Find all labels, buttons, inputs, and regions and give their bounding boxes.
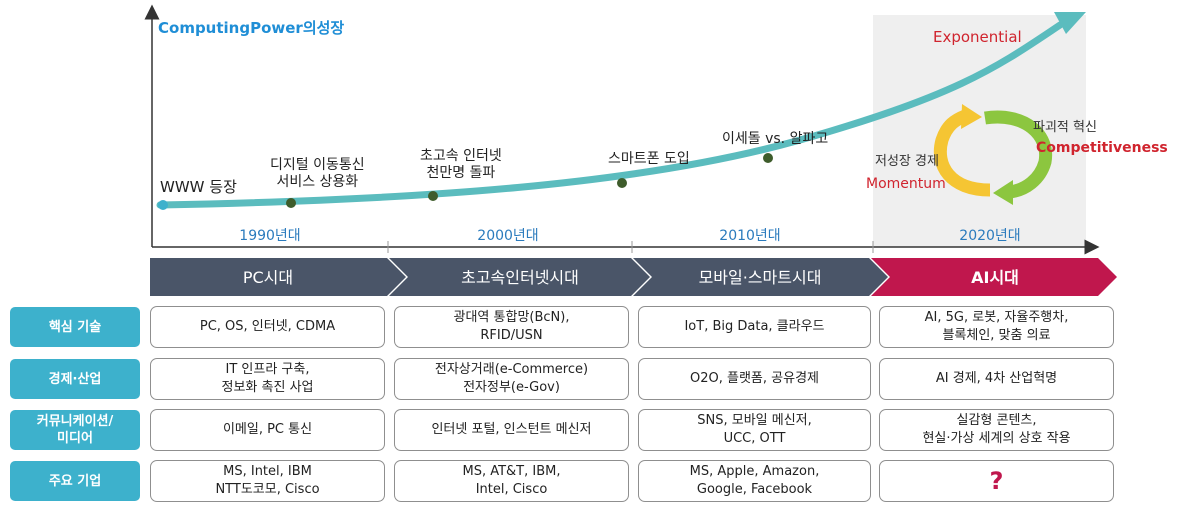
table-cell: 광대역 통합망(BcN),RFID/USN: [394, 306, 629, 348]
row-label-economy: 경제·산업: [10, 359, 140, 399]
table-cell: AI 경제, 4차 산업혁명: [879, 358, 1114, 400]
milestone-dot: [617, 178, 627, 188]
table-cell: O2O, 플랫폼, 공유경제: [638, 358, 871, 400]
milestone-dot: [428, 191, 438, 201]
cycle-arrow-green-head: [993, 180, 1013, 205]
start-dot: [158, 200, 168, 210]
era-label-2010s: 2010년대: [719, 228, 781, 244]
cycle-arrow-yellow: [933, 109, 991, 197]
cycle-label-left-ko: 저성장 경제: [875, 154, 939, 169]
banner-shape-ai: [871, 258, 1117, 296]
table-cell: SNS, 모바일 메신저,UCC, OTT: [638, 409, 871, 451]
banner-shape-internet: [389, 258, 650, 296]
table-cell: 전자상거래(e-Commerce)전자정부(e-Gov): [394, 358, 629, 400]
era-label-1990s: 1990년대: [239, 228, 301, 244]
unknown-question-mark: ?: [989, 467, 1004, 495]
growth-curve-chart: [144, 4, 1100, 255]
table-cell: 실감형 콘텐츠,현실·가상 세계의 상호 작용: [879, 409, 1114, 451]
cycle-arrow-yellow-head: [961, 104, 982, 129]
milestone-label: 스마트폰 도입: [608, 151, 690, 167]
table-cell: PC, OS, 인터넷, CDMA: [150, 306, 385, 348]
banner-pc: PC시대: [243, 268, 293, 287]
banner-ai: AI시대: [971, 268, 1019, 287]
growth-curve-arrowhead: [1054, 12, 1086, 34]
era-label-2000s: 2000년대: [477, 228, 539, 244]
exponential-label: Exponential: [933, 28, 1022, 46]
table-cell: 이메일, PC 통신: [150, 409, 385, 451]
table-cell: IoT, Big Data, 클라우드: [638, 306, 871, 348]
table-cell: IT 인프라 구축,정보화 촉진 사업: [150, 358, 385, 400]
banner-shape-pc: [150, 258, 406, 296]
chart-title: ComputingPower의성장: [158, 19, 345, 37]
table-cell: MS, AT&T, IBM,Intel, Cisco: [394, 460, 629, 502]
table-cell: MS, Apple, Amazon,Google, Facebook: [638, 460, 871, 502]
cycle-label-right-ko: 파괴적 혁신: [1033, 120, 1097, 135]
milestone-label: 이세돌 vs. 알파고: [722, 131, 829, 147]
cycle-label-left-en: Momentum: [866, 176, 946, 192]
milestone-dot: [763, 153, 773, 163]
banner-internet: 초고속인터넷시대: [461, 268, 579, 287]
table-cell: ?: [879, 460, 1114, 502]
ai-era-highlight: [873, 15, 1086, 247]
era-banners: PC시대 초고속인터넷시대 모바일·스마트시대 AI시대: [150, 258, 1117, 296]
milestone-label: WWW 등장: [160, 178, 237, 196]
cycle-label-right-en: Competitiveness: [1036, 140, 1168, 156]
era-label-2020s: 2020년대: [959, 228, 1021, 244]
row-label-companies: 주요 기업: [10, 461, 140, 501]
banner-shape-mobile: [633, 258, 888, 296]
table-cell: 인터넷 포털, 인스턴트 메신저: [394, 409, 629, 451]
table-cell: AI, 5G, 로봇, 자율주행차,블록체인, 맞춤 의료: [879, 306, 1114, 348]
growth-curve: [156, 21, 1064, 209]
milestone-dot: [286, 198, 296, 208]
row-label-core-tech: 핵심 기술: [10, 307, 140, 347]
cycle-arrow-green: [984, 110, 1053, 199]
banner-mobile: 모바일·스마트시대: [699, 268, 822, 287]
row-label-communication: 커뮤니케이션/미디어: [10, 410, 140, 450]
